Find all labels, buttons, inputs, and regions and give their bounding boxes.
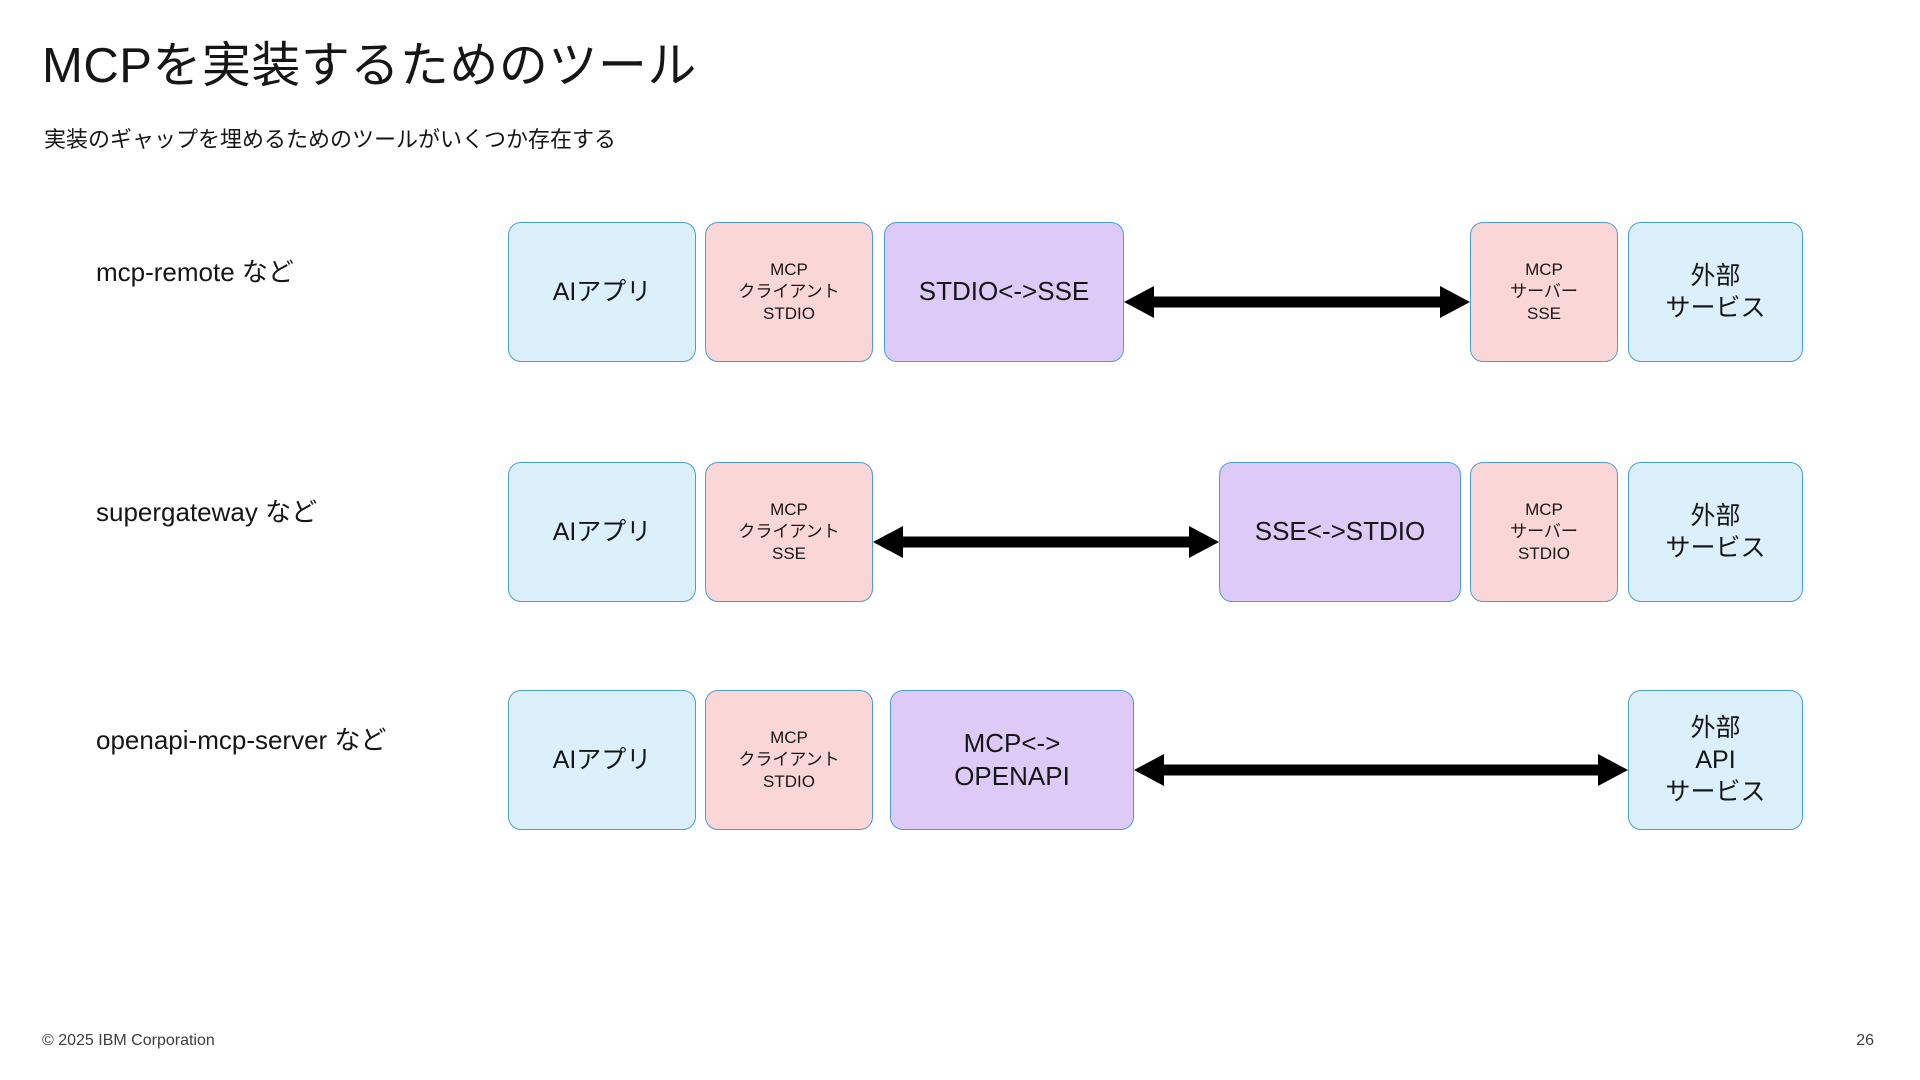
node-line: サービス [1665, 778, 1766, 806]
page-subtitle: 実装のギャップを埋めるためのツールがいくつか存在する [44, 127, 617, 152]
node-mcp-client-row1[interactable]: MCP クライアント STDIO [705, 222, 873, 362]
arrow-bidirectional-row2 [873, 522, 1219, 562]
node-line: MCP [770, 500, 808, 520]
diagram-row-supergateway: supergateway など AIアプリ MCP クライアント SSE SSE… [0, 462, 1920, 617]
node-mcp-client-row2[interactable]: MCP クライアント SSE [705, 462, 873, 602]
row-label-supergateway: supergateway など [96, 497, 318, 527]
footer-copyright: © 2025 IBM Corporation [42, 1032, 215, 1049]
node-line: AIアプリ [552, 746, 652, 774]
node-bridge-sse-stdio-row2[interactable]: SSE<->STDIO [1219, 462, 1461, 602]
node-line: サービス [1665, 294, 1766, 322]
node-line: MCP<-> [963, 727, 1061, 758]
node-line: STDIO [763, 303, 815, 323]
node-ai-app-row1[interactable]: AIアプリ [508, 222, 696, 362]
node-line: STDIO [763, 771, 815, 791]
node-mcp-server-row1[interactable]: MCP サーバー SSE [1470, 222, 1618, 362]
arrow-bidirectional-row3 [1134, 750, 1628, 790]
node-ai-app-row2[interactable]: AIアプリ [508, 462, 696, 602]
node-line: API [1695, 746, 1736, 774]
row-label-mcp-remote: mcp-remote など [96, 257, 294, 287]
node-mcp-server-row2[interactable]: MCP サーバー STDIO [1470, 462, 1618, 602]
node-line: MCP [1525, 260, 1563, 280]
node-line: AIアプリ [552, 278, 652, 306]
node-external-service-row2[interactable]: 外部 サービス [1628, 462, 1803, 602]
node-line: SSE<->STDIO [1254, 516, 1426, 547]
row-label-openapi-mcp-server: openapi-mcp-server など [96, 725, 387, 755]
node-line: 外部 [1690, 714, 1741, 742]
node-line: MCP [770, 728, 808, 748]
node-line: STDIO<->SSE [918, 276, 1090, 307]
node-line: クライアント [738, 750, 840, 770]
node-line: サーバー [1510, 522, 1578, 542]
node-line: OPENAPI [954, 761, 1070, 791]
page-title: MCPを実装するためのツール [42, 39, 697, 93]
node-line: MCP [1525, 500, 1563, 520]
node-bridge-stdio-sse-row1[interactable]: STDIO<->SSE [884, 222, 1124, 362]
node-line: サーバー [1510, 282, 1578, 302]
node-line: 外部 [1690, 502, 1741, 530]
node-line: MCP [770, 260, 808, 280]
diagram-row-openapi-mcp-server: openapi-mcp-server など AIアプリ MCP クライアント S… [0, 690, 1920, 845]
node-external-service-row1[interactable]: 外部 サービス [1628, 222, 1803, 362]
node-line: AIアプリ [552, 518, 652, 546]
node-line: クライアント [738, 522, 840, 542]
node-external-api-service-row3[interactable]: 外部 API サービス [1628, 690, 1803, 830]
diagram-row-mcp-remote: mcp-remote など AIアプリ MCP クライアント STDIO STD… [0, 222, 1920, 377]
footer-page-number: 26 [1856, 1032, 1874, 1049]
node-bridge-mcp-openapi-row3[interactable]: MCP<-> OPENAPI [890, 690, 1134, 830]
node-mcp-client-row3[interactable]: MCP クライアント STDIO [705, 690, 873, 830]
node-line: SSE [771, 543, 807, 563]
node-line: 外部 [1690, 262, 1741, 290]
node-line: SSE [1526, 303, 1562, 323]
node-line: STDIO [1518, 543, 1570, 563]
node-ai-app-row3[interactable]: AIアプリ [508, 690, 696, 830]
node-line: サービス [1665, 534, 1766, 562]
node-line: クライアント [738, 282, 840, 302]
arrow-bidirectional-row1 [1124, 282, 1470, 322]
